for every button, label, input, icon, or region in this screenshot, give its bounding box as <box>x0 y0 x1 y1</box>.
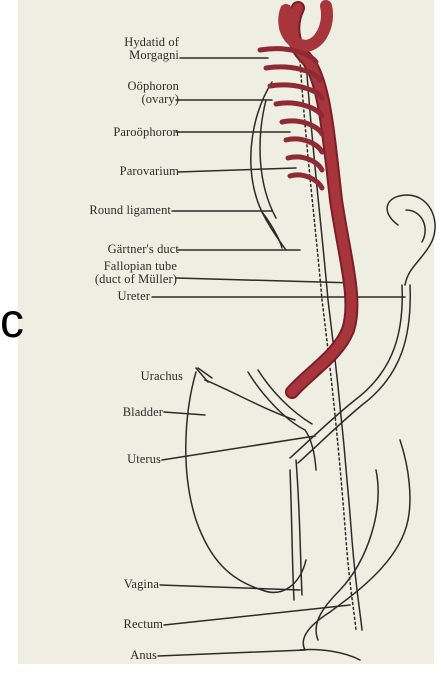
label-oophoron: Oöphoron (ovary) <box>128 80 180 106</box>
ovary-outline <box>251 82 286 250</box>
vaginal-canal-2 <box>290 470 294 600</box>
kidney-inner <box>406 210 425 242</box>
label-parovarium: Parovarium <box>120 165 179 178</box>
label-round-ligament: Round ligament <box>89 204 171 217</box>
label-hydatid-of-morgagni: Hydatid of Morgagni <box>124 36 179 62</box>
hydatid-of-morgagni <box>284 6 327 46</box>
label-rectum: Rectum <box>124 618 163 631</box>
leader-anus <box>158 650 305 656</box>
urachus <box>196 368 212 382</box>
kidney <box>387 195 435 285</box>
vaginal-canal <box>296 460 302 595</box>
label-gartners-duct: Gärtner's duct <box>108 243 179 256</box>
perineum <box>300 649 360 660</box>
label-bladder: Bladder <box>123 406 163 419</box>
leader-fallopian <box>176 278 355 283</box>
label-vagina: Vagina <box>124 578 159 591</box>
label-anus: Anus <box>130 649 157 662</box>
leader-bladder <box>164 412 205 415</box>
label-fallopian-tube: Fallopian tube (duct of Müller) <box>95 260 177 286</box>
body-wall <box>400 440 410 520</box>
label-paroophoron: Paroöphoron <box>113 126 179 139</box>
stray-letter: c <box>0 298 24 346</box>
bladder-outline <box>186 372 306 592</box>
leader-parovarium <box>178 168 296 172</box>
leader-rectum <box>164 605 350 625</box>
ovary-inner-outline <box>260 100 276 218</box>
label-uterus: Uterus <box>127 453 161 466</box>
label-urachus: Urachus <box>141 370 183 383</box>
rectum-outline <box>303 520 408 650</box>
leader-vagina <box>160 585 300 590</box>
label-ureter: Ureter <box>117 290 150 303</box>
